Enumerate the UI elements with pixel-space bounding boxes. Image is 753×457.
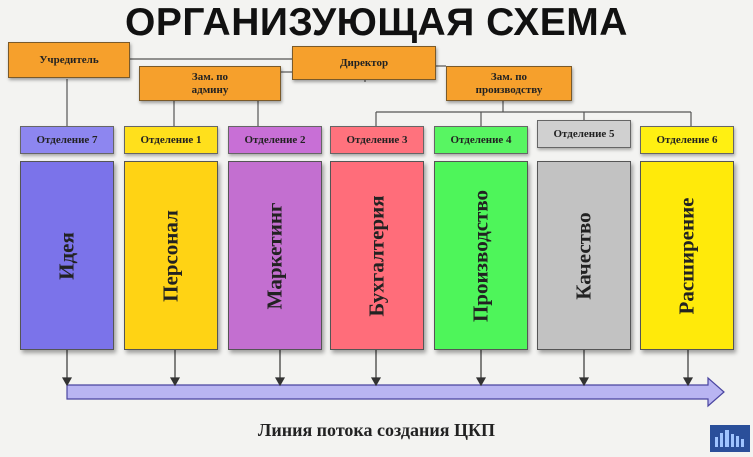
- department-name: Расширение: [674, 197, 699, 314]
- department-column-personnel: Персонал: [124, 161, 218, 350]
- department-header-2: Отделение 2: [228, 126, 322, 154]
- department-column-expansion: Расширение: [640, 161, 734, 350]
- flow-line-label: Линия потока создания ЦКП: [257, 420, 496, 440]
- department-name: Маркетинг: [262, 202, 287, 309]
- department-header-4: Отделение 4: [434, 126, 528, 154]
- founder-box: Учредитель: [8, 42, 130, 78]
- department-name: Персонал: [158, 209, 183, 302]
- department-column-idea: Идея: [20, 161, 114, 350]
- department-column-accounting: Бухгалтерия: [330, 161, 424, 350]
- department-header-5: Отделение 5: [537, 120, 631, 148]
- department-column-marketing: Маркетинг: [228, 161, 322, 350]
- department-column-production: Производство: [434, 161, 528, 350]
- deputy-admin-box: Зам. по админу: [139, 66, 281, 101]
- department-name: Идея: [54, 231, 79, 280]
- department-name: Качество: [571, 211, 596, 300]
- flow-arrow: [66, 376, 725, 408]
- department-name: Производство: [468, 189, 493, 322]
- department-header-1: Отделение 1: [124, 126, 218, 154]
- page-title: ОРГАНИЗУЮЩАЯ СХЕМА: [125, 1, 628, 44]
- department-header-3: Отделение 3: [330, 126, 424, 154]
- deputy-production-box: Зам. по производству: [446, 66, 572, 101]
- director-box: Директор: [292, 46, 436, 80]
- department-header-6: Отделение 6: [640, 126, 734, 154]
- department-name: Бухгалтерия: [364, 194, 389, 317]
- department-column-quality: Качество: [537, 161, 631, 350]
- department-header-7: Отделение 7: [20, 126, 114, 154]
- city-skyline-icon: [715, 430, 744, 447]
- corner-logo: [710, 425, 750, 452]
